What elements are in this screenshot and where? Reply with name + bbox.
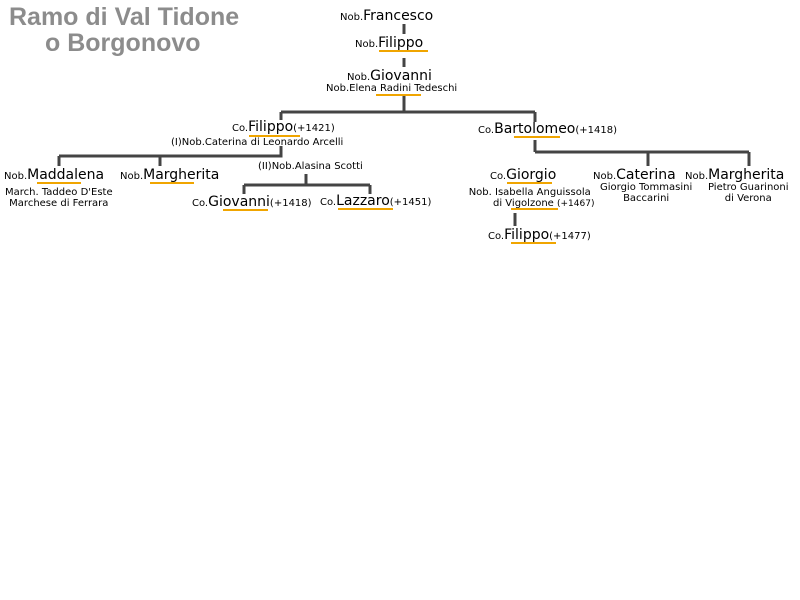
title-prefix: Nob. (347, 72, 371, 83)
spouse-giorgio: Nob. Isabella Anguissola di Vigolzone (+… (465, 187, 595, 210)
title-prefix: Co. (320, 197, 337, 208)
person-name: Giorgio (506, 167, 557, 183)
page-title: Ramo di Val Tidone o Borgonovo (9, 4, 239, 56)
spouse-line: Baccarini (623, 193, 670, 204)
title-prefix: Nob. (593, 171, 617, 182)
person-giovanni-1418: Co.Giovanni(+1418) (192, 193, 312, 212)
person-name: Maddalena (27, 167, 105, 183)
title-prefix: Co. (478, 125, 495, 136)
title-prefix: Nob. (685, 171, 709, 182)
spouse-filippo-1421-second: (II)Nob.Alasina Scotti (258, 161, 363, 172)
death-date: (+1477) (549, 231, 591, 242)
person-margherita-right: Nob.Margherita (685, 166, 784, 185)
person-margherita-left: Nob.Margherita (120, 166, 219, 185)
spouse-line: Pietro Guarinoni (708, 182, 789, 193)
person-name: Caterina (616, 167, 676, 183)
title-line-2: o Borgonovo (45, 29, 201, 57)
person-name: Filippo (504, 227, 550, 243)
person-giorgio: Co.Giorgio (490, 166, 556, 185)
title-line-1: Ramo di Val Tidone (9, 3, 240, 31)
spouse-giovanni-top: Nob.Elena Radini Tedeschi (326, 83, 457, 94)
person-caterina: Nob.Caterina (593, 166, 676, 185)
title-prefix: Co. (488, 231, 505, 242)
connector-filippo-1421-first-marriage (59, 146, 283, 158)
spouse-line: (II)Nob.Alasina Scotti (258, 161, 363, 172)
person-name: Francesco (363, 8, 434, 24)
person-giovanni-top: Nob.Giovanni (347, 67, 432, 86)
person-name: Filippo (378, 35, 424, 51)
person-filippo-top: Nob.Filippo (355, 34, 423, 53)
death-date: (+1451) (389, 197, 432, 208)
spouse-line: Nob.Elena Radini Tedeschi (326, 83, 458, 94)
person-name: Bartolomeo (494, 121, 576, 137)
death-date: (+1421) (293, 123, 335, 134)
spouse-line: (I)Nob.Caterina di Leonardo Arcelli (171, 137, 344, 148)
person-name: Lazzaro (336, 193, 390, 209)
title-prefix: Nob. (340, 12, 364, 23)
person-francesco: Nob.Francesco (340, 7, 433, 26)
person-filippo-1421: Co.Filippo(+1421) (232, 118, 335, 137)
spouse-margherita-right: Pietro Guarinoni di Verona (708, 182, 789, 204)
person-name: Giovanni (208, 194, 270, 210)
title-prefix: Nob. (120, 171, 144, 182)
spouse-filippo-1421-first: (I)Nob.Caterina di Leonardo Arcelli (171, 137, 343, 148)
person-name: Filippo (248, 119, 294, 135)
title-prefix: Nob. (355, 39, 379, 50)
spouse-line: Nob. Isabella Anguissola (468, 187, 591, 198)
person-name: Giovanni (370, 68, 432, 84)
death-date: (+1418) (269, 198, 312, 209)
title-prefix: Co. (232, 123, 249, 134)
death-date: (+1418) (575, 125, 618, 136)
person-name: Margherita (143, 167, 220, 183)
spouse-maddalena: March. Taddeo D'Este Marchese di Ferrara (5, 187, 113, 209)
spouse-line: March. Taddeo D'Este (5, 187, 113, 198)
title-prefix: Co. (192, 198, 209, 209)
title-prefix: Co. (490, 171, 507, 182)
person-name: Margherita (708, 167, 785, 183)
person-filippo-1477: Co.Filippo(+1477) (488, 226, 591, 245)
title-prefix: Nob. (4, 171, 28, 182)
person-lazzaro: Co.Lazzaro(+1451) (320, 192, 431, 211)
spouse-line: Marchese di Ferrara (9, 198, 109, 209)
spouse-caterina: Giorgio Tommasini Baccarini (600, 182, 692, 204)
person-maddalena: Nob.Maddalena (4, 166, 104, 185)
spouse-line: di Vigolzone (+1467) (493, 198, 595, 209)
death-date: (+1467) (557, 199, 595, 209)
person-bartolomeo: Co.Bartolomeo(+1418) (478, 120, 617, 139)
spouse-line: Giorgio Tommasini (600, 182, 693, 193)
spouse-line: di Verona (724, 193, 772, 204)
